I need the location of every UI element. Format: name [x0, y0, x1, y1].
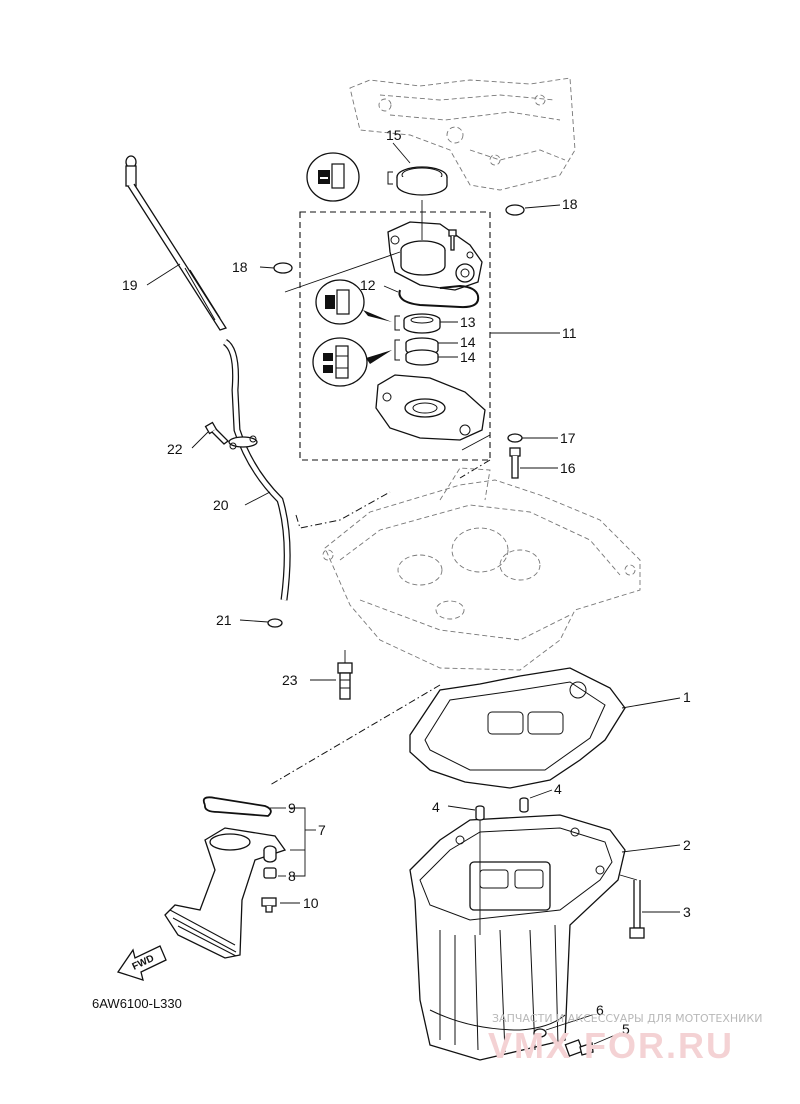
housing-bolt — [448, 229, 457, 251]
grease-icon — [306, 152, 360, 202]
part-20-dipstick-guide — [222, 339, 291, 601]
part-8-collar — [263, 845, 277, 863]
watermark-tagline: ЗАПЧАСТИ И АКСЕССУАРЫ ДЛЯ МОТОТЕХНИКИ — [492, 1012, 762, 1025]
part-3-bolt — [619, 874, 645, 939]
callout-1: 1 — [683, 689, 691, 705]
part-1-gasket — [409, 667, 626, 789]
callout-4-left: 4 — [432, 799, 440, 815]
part-8-grommet — [263, 867, 277, 879]
part-22-bolt — [204, 421, 229, 445]
fwd-arrow-icon: FWD — [116, 945, 167, 981]
callout-3: 3 — [683, 904, 691, 920]
callout-11: 11 — [562, 325, 577, 341]
part-10-bolt — [261, 897, 277, 913]
callout-10: 10 — [303, 895, 319, 911]
part-5-drain-bolt — [564, 1039, 594, 1057]
callout-4-right: 4 — [554, 781, 562, 797]
part-16-bolt — [509, 447, 521, 479]
part-2-oil-pan — [409, 814, 626, 1061]
part-9-clip — [202, 796, 272, 817]
part-19-dipstick — [125, 155, 227, 331]
part-12-o-ring — [398, 284, 480, 309]
callout-15: 15 — [386, 127, 402, 143]
part-6-gasket — [533, 1028, 547, 1038]
sealant-icon — [315, 279, 392, 325]
callout-5: 5 — [622, 1021, 630, 1037]
callout-12: 12 — [360, 277, 376, 293]
callout-21: 21 — [216, 612, 232, 628]
callout-16: 16 — [560, 460, 576, 476]
exhaust-guide-outline — [322, 467, 641, 671]
callout-6: 6 — [596, 1002, 604, 1018]
callout-2: 2 — [683, 837, 691, 853]
part-23-plug — [337, 650, 353, 700]
diagram-code: 6AW6100-L330 — [92, 996, 182, 1011]
part-4-dowel-right — [519, 797, 529, 813]
callout-18-left: 18 — [232, 259, 248, 275]
callout-7: 7 — [318, 822, 326, 838]
part-13-oil-seal — [403, 313, 441, 334]
grease-lip-icon — [312, 337, 392, 387]
oil-strainer — [164, 827, 287, 959]
assembly-11-box — [299, 211, 491, 461]
callout-18-right: 18 — [562, 196, 578, 212]
watermark-brand: VMX FOR.RU — [488, 1025, 734, 1066]
oil-pump-housing-upper — [284, 200, 483, 293]
callout-22: 22 — [167, 441, 183, 457]
callout-20: 20 — [213, 497, 229, 513]
part-17-washer — [507, 433, 523, 443]
callout-19: 19 — [122, 277, 138, 293]
callout-17: 17 — [560, 430, 576, 446]
callout-14-upper: 14 — [460, 334, 476, 350]
callout-13: 13 — [460, 314, 476, 330]
part-4-dowel-left — [475, 805, 485, 935]
part-14-oil-seal-lower — [405, 349, 439, 366]
callout-14-lower: 14 — [460, 349, 476, 365]
part-18-o-ring-left — [273, 262, 293, 274]
part-21-o-ring — [267, 618, 283, 628]
part-18-o-ring-right — [505, 204, 525, 216]
engine-block-outline — [349, 77, 576, 191]
callout-23: 23 — [282, 672, 298, 688]
oil-pump-housing-lower — [375, 374, 491, 451]
part-15-seal-ring — [396, 166, 448, 196]
